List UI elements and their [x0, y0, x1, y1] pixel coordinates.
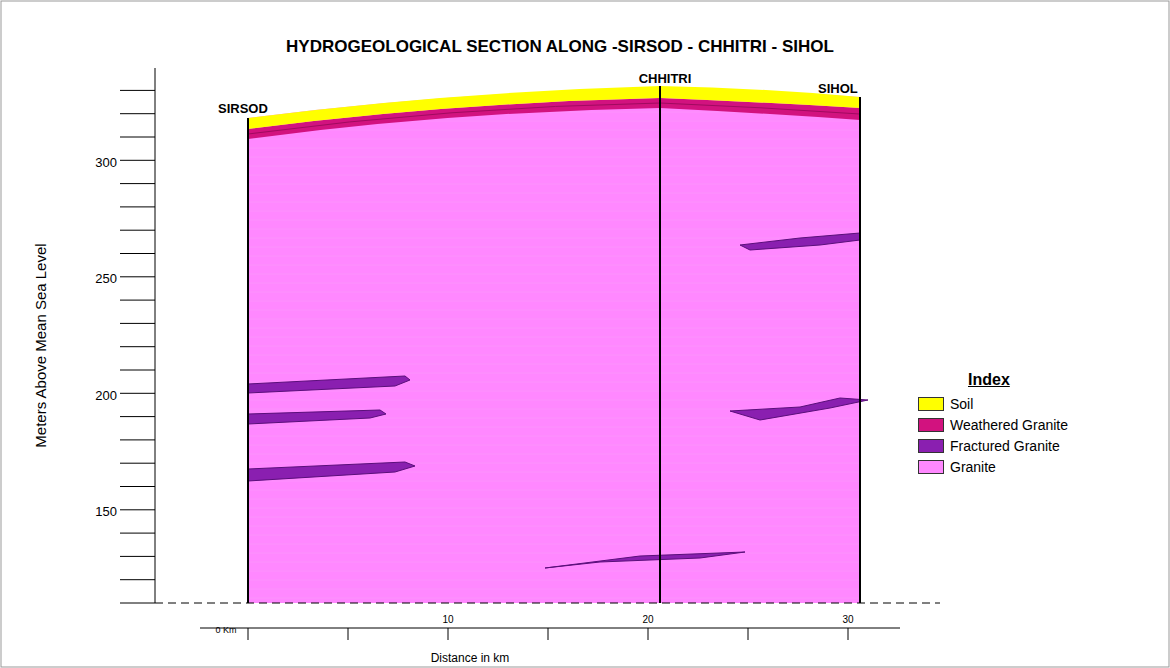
axis-tick — [120, 486, 155, 487]
axis-tick — [120, 370, 155, 371]
legend-swatch — [918, 418, 944, 432]
axis-tick — [120, 160, 155, 161]
axis-title: Meters Above Mean Sea Level — [33, 243, 48, 447]
axis-tick — [120, 439, 155, 440]
axis-value: 200 — [95, 389, 117, 402]
axis-title: Distance in km — [431, 652, 510, 664]
axis-tick — [120, 300, 155, 301]
axis-tick — [120, 183, 155, 184]
axis-tick — [120, 579, 155, 580]
axis-tick — [120, 463, 155, 464]
axis-value: 250 — [95, 272, 117, 285]
axis-tick — [120, 276, 155, 277]
legend-text: Fractured Granite — [950, 439, 1060, 453]
axis-tick — [548, 628, 549, 640]
axis-tick — [120, 90, 155, 91]
axis-tick — [120, 323, 155, 324]
axis-value: 10 — [442, 615, 453, 625]
axis-tick — [120, 137, 155, 138]
axis-tick — [748, 628, 749, 640]
legend-heading: Index — [968, 372, 1010, 388]
axis-tick — [120, 230, 155, 231]
location-name: SIHOL — [818, 82, 858, 95]
legend-swatch — [918, 460, 944, 474]
axis-tick — [120, 346, 155, 347]
legend-swatch — [918, 439, 944, 453]
location-name: SIRSOD — [218, 102, 268, 115]
axis-value: 20 — [642, 615, 653, 625]
axis-value: 30 — [842, 615, 853, 625]
axis-tick — [120, 416, 155, 417]
axis-tick — [120, 113, 155, 114]
axis-tick — [120, 556, 155, 557]
legend-text: Soil — [950, 397, 973, 411]
axis-tick — [348, 628, 349, 640]
axis-value: 150 — [95, 505, 117, 518]
axis-value: 300 — [95, 156, 117, 169]
axis-tick — [648, 628, 649, 640]
axis-tick — [248, 628, 249, 640]
axis-tick — [120, 253, 155, 254]
legend-text: Granite — [950, 460, 996, 474]
axis-value: 0 Km — [215, 626, 236, 635]
axis-tick — [120, 603, 155, 604]
chart-title: HYDROGEOLOGICAL SECTION ALONG -SIRSOD - … — [286, 38, 834, 55]
location-name: CHHITRI — [639, 72, 692, 85]
axis-tick — [120, 206, 155, 207]
axis-tick — [120, 509, 155, 510]
axis-tick — [448, 628, 449, 640]
legend-swatch — [918, 397, 944, 411]
axis-tick — [120, 393, 155, 394]
legend-text: Weathered Granite — [950, 418, 1068, 432]
axis-tick — [848, 628, 849, 640]
axis-tick — [120, 533, 155, 534]
